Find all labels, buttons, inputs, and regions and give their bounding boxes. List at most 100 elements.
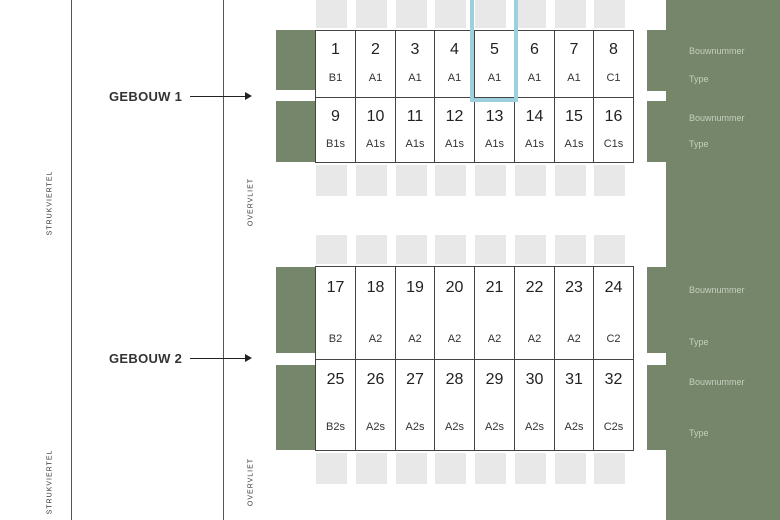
unit-number: 14 [525,108,544,125]
building-2-arrow-head [245,354,252,362]
garden-right-b2-row1 [647,267,666,353]
parking-space [435,453,466,484]
unit-number: 29 [485,371,504,388]
unit-number: 3 [410,41,420,58]
unit-type: A1s [366,138,385,150]
garden-b2-row2 [276,365,316,450]
unit-type: C1 [606,72,621,84]
property-line-left [71,0,72,520]
strukviertel-label-top: STRUKVIERTEL [46,170,54,236]
strukviertel-label-bottom: STRUKVIERTEL [46,449,54,515]
unit-type: A2 [527,333,542,345]
unit-type: A1s [405,138,425,150]
legend-panel [666,0,780,520]
unit-number: 19 [406,279,424,296]
unit-type: A1s [525,138,544,150]
parking-space [594,165,625,196]
unit-type: B2s [326,421,345,433]
unit-type: A1s [485,138,504,150]
parking-space [515,453,546,484]
unit-number: 8 [609,41,618,58]
unit-number: 2 [371,41,380,58]
unit-number: 21 [485,279,504,296]
unit-type: A2 [447,333,462,345]
building-1-label: GEBOUW 1 [109,89,183,104]
parking-space [356,165,387,196]
unit-number: 22 [525,279,544,296]
parking-space [316,165,347,196]
legend-type-b1-row2: Type [689,139,709,149]
unit-number: 25 [326,371,345,388]
unit-number: 30 [525,371,544,388]
unit-type: A1 [527,72,542,84]
unit-type: A1 [368,72,383,84]
unit-number: 28 [445,371,464,388]
unit-number: 15 [565,108,583,125]
unit-number: 24 [604,279,623,296]
unit-type: A2s [485,421,504,433]
parking-space [316,0,347,28]
parking-space [356,235,387,264]
unit-type: C2 [606,333,621,345]
parking-space [555,0,586,28]
parking-space [435,0,466,28]
building-2-label: GEBOUW 2 [109,351,183,366]
parking-space [555,453,586,484]
unit-number: 27 [406,371,424,388]
parking-space [316,453,347,484]
legend-bouwnummer-b1-row1: Bouwnummer [689,46,745,56]
parking-space [475,165,506,196]
parking-space [475,453,506,484]
unit-type: A1 [408,72,422,84]
parking-space [475,0,506,28]
overvliet-label-top: OVERVLIET [247,177,255,227]
unit-number: 17 [326,279,345,296]
unit-number: 31 [565,371,583,388]
unit-number: 20 [445,279,464,296]
unit-number: 26 [366,371,385,388]
unit-number: 23 [565,279,583,296]
unit-type: A2 [487,333,502,345]
unit-number: 7 [569,41,579,58]
unit-number: 13 [485,108,504,125]
parking-space [594,0,625,28]
parking-space [475,235,506,264]
garden-right-b2-row2 [647,365,666,450]
unit-type: A1s [564,138,584,150]
unit-number: 6 [530,41,539,58]
parking-space [515,0,546,28]
unit-type: A1 [567,72,581,84]
